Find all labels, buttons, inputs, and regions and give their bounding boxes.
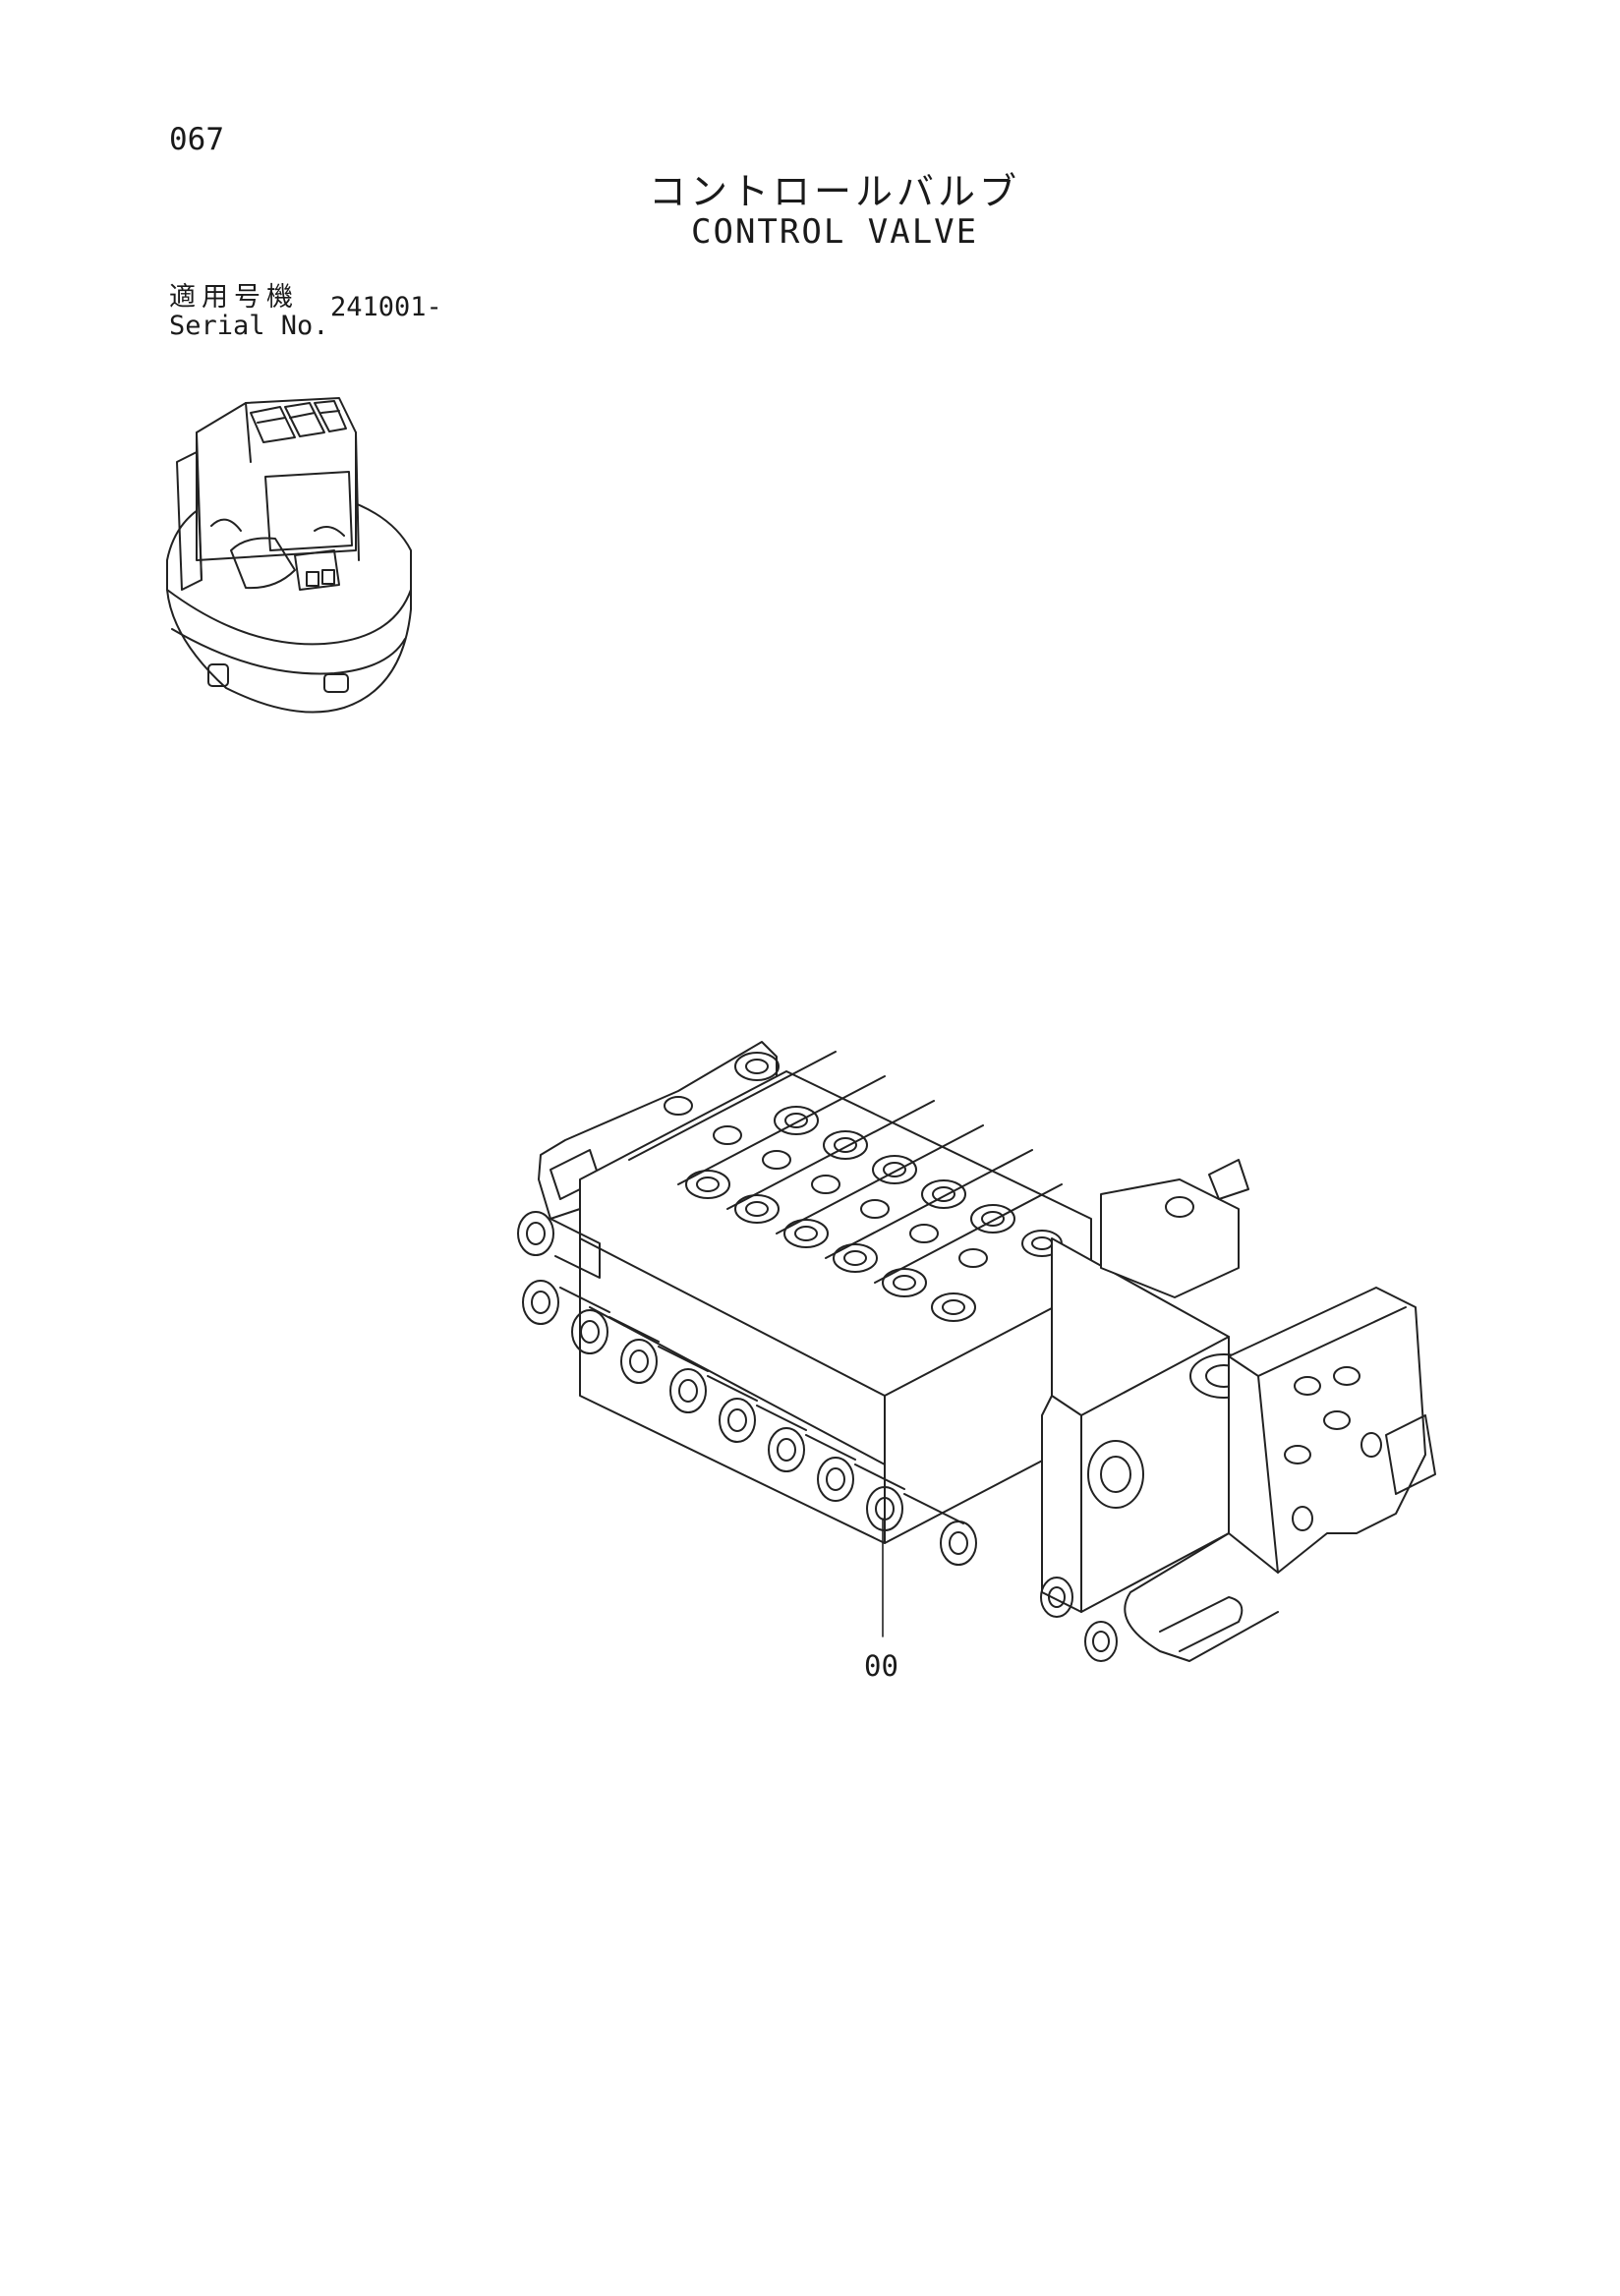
serial-number-value: 241001- <box>330 292 442 322</box>
serial-label-en: Serial No. <box>169 311 329 341</box>
page-number: 067 <box>169 122 224 157</box>
page-title-en: CONTROL VALVE <box>691 212 979 252</box>
excavator-locator-illustration <box>167 398 411 713</box>
part-callout-label: 00 <box>864 1649 898 1683</box>
serial-label-jp: 適用号機 <box>169 282 299 313</box>
control-valve-assembly <box>518 1042 1435 1661</box>
page-title-jp: コントロールバルブ <box>649 170 1021 213</box>
